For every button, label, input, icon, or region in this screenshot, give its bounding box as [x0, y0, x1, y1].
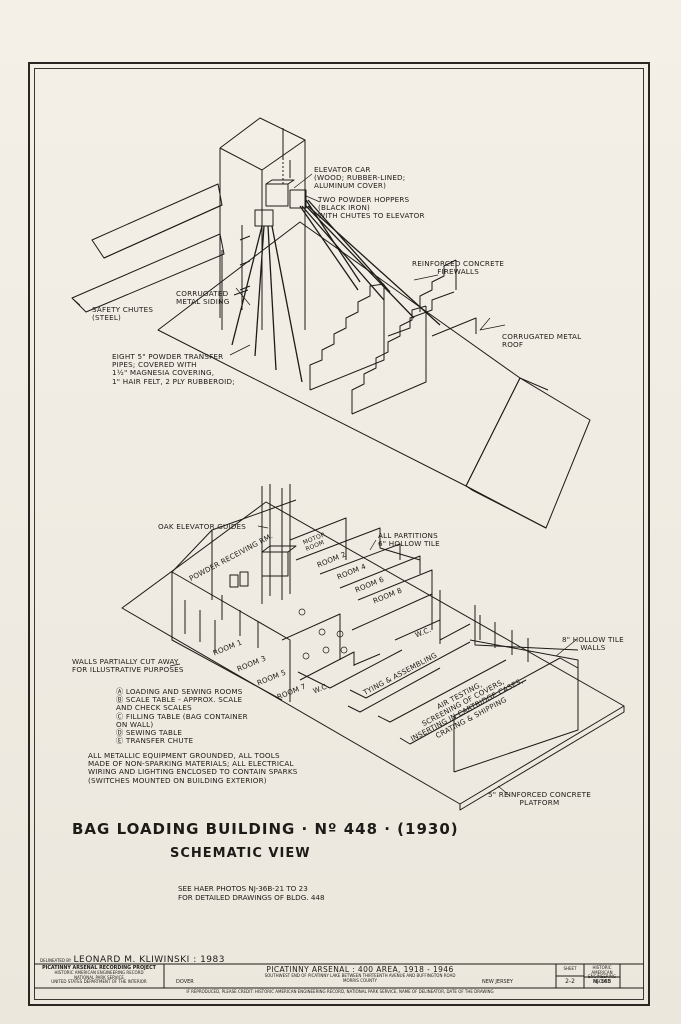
tb-arsenal-name: PICATINNY ARSENAL : 400 AREA, 1918 - 194… — [266, 965, 454, 974]
leaders-lower — [169, 525, 577, 797]
label-corrugated-roof: CORRUGATED METAL ROOF — [502, 332, 582, 350]
tb-haer-number: NJ-36B — [592, 979, 612, 985]
label-elevator-car: ELEVATOR CAR (WOOD; RUBBER-LINED; ALUMIN… — [314, 165, 406, 191]
tb-state: NEW JERSEY — [482, 979, 513, 985]
equipment-markers — [298, 608, 348, 660]
label-walls-cut-away: WALLS PARTIALLY CUT AWAY FOR ILLUSTRATIV… — [72, 657, 184, 675]
label-powder-hoppers: TWO POWDER HOPPERS (BLACK IRON) WITH CHU… — [318, 195, 425, 221]
label-oak-guides: OAK ELEVATOR GUIDES — [158, 522, 247, 531]
delineator-line: DELINEATED BY LEONARD M. KLIWINSKI : 198… — [40, 955, 225, 965]
lower-platform — [121, 501, 625, 811]
tb-haer: HISTORIC AMERICAN ENGINEERING RECORD — [588, 965, 616, 984]
tb-dover: DOVER — [176, 979, 194, 985]
see-photos-note: SEE HAER PHOTOS NJ-36B-21 TO 23 FOR DETA… — [178, 884, 325, 902]
firewalls — [309, 259, 477, 415]
drawing-subtitle: SCHEMATIC VIEW — [170, 846, 311, 861]
lower-tables — [297, 641, 527, 745]
tb-project: PICATINNY ARSENAL RECORDING PROJECT HIST… — [36, 966, 162, 985]
tb-location: SOUTHWEST END OF PICATINNY LAKE BETWEEN … — [264, 973, 456, 983]
transfer-pipes — [231, 199, 441, 383]
tb-sheet-number: 2-2 — [565, 978, 575, 985]
label-legend: Ⓐ LOADING AND SEWING ROOMS Ⓑ SCALE TABLE… — [116, 687, 248, 746]
label-platform: 5" REINFORCED CONCRETE PLATFORM — [488, 790, 591, 808]
tb-sheet-label: SHEET — [563, 966, 577, 971]
label-hollow-tile-walls: 8" HOLLOW TILE WALLS — [562, 635, 624, 653]
tb-arsenal: PICATINNY ARSENAL : 400 AREA, 1918 - 194… — [166, 965, 554, 983]
delineator-prefix: DELINEATED BY — [40, 958, 72, 963]
sheet-border-inner — [34, 68, 644, 1000]
elevator-car — [254, 150, 307, 227]
tb-project-name: PICATINNY ARSENAL RECORDING PROJECT — [42, 966, 156, 971]
oak-elevator-guides — [229, 484, 297, 604]
safety-chutes — [71, 183, 225, 313]
sheet-border-outer — [28, 62, 650, 1006]
label-metallic-note: ALL METALLIC EQUIPMENT GROUNDED, ALL TOO… — [88, 751, 298, 785]
leaders-upper — [71, 173, 506, 356]
delineator-name: LEONARD M. KLIWINSKI : 1983 — [73, 955, 225, 965]
label-all-partitions: ALL PARTITIONS 6" HOLLOW TILE — [378, 531, 440, 549]
upper-roof — [157, 221, 591, 529]
lower-partitions — [281, 517, 441, 681]
tb-project-sub: HISTORIC AMERICAN ENGINEERING RECORD NAT… — [51, 970, 147, 985]
label-transfer-pipes: EIGHT 5" POWDER TRANSFER PIPES; COVERED … — [112, 352, 235, 386]
label-corrugated-siding: CORRUGATED METAL SIDING — [176, 289, 230, 307]
tb-reproduced-note: IF REPRODUCED, PLEASE CREDIT: HISTORIC A… — [186, 989, 494, 994]
label-firewalls: REINFORCED CONCRETE FIREWALLS — [412, 259, 505, 277]
drawing-title: BAG LOADING BUILDING · Nº 448 · (1930) — [72, 820, 459, 838]
label-safety-chutes: SAFETY CHUTES (STEEL) — [92, 305, 154, 323]
